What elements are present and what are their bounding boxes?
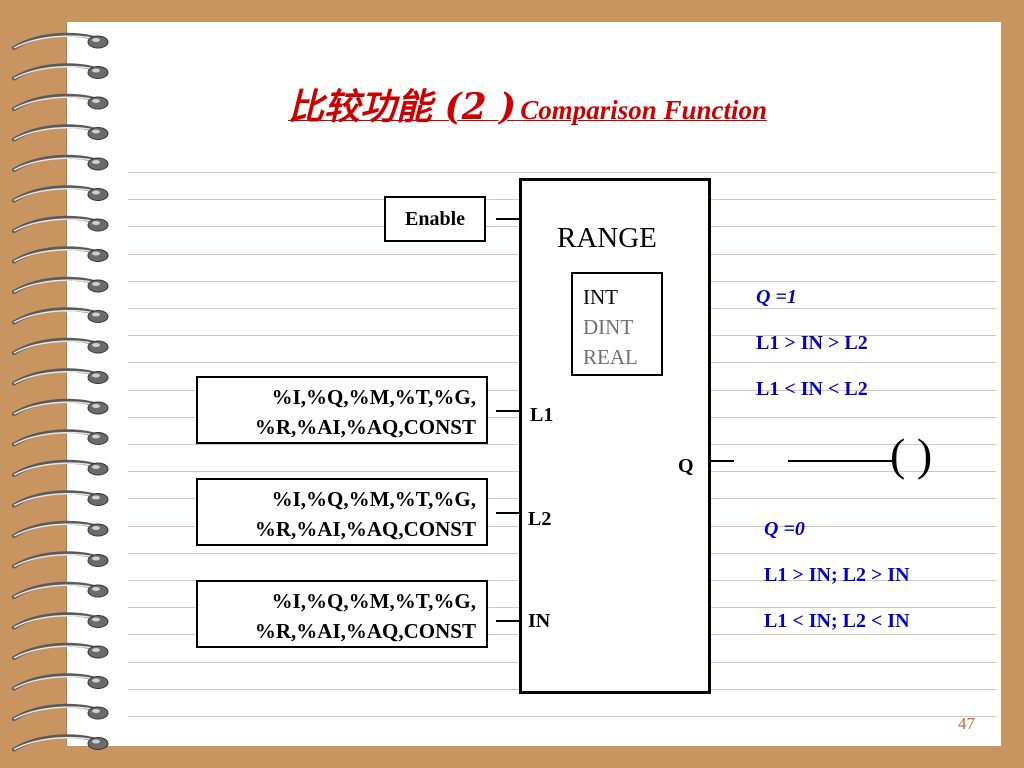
spiral-coil: [12, 612, 109, 630]
ruled-line: [128, 172, 996, 173]
spiral-coil: [12, 429, 109, 447]
enable-box: Enable: [384, 196, 486, 242]
type-int: INT: [583, 285, 618, 309]
spiral-coil: [12, 124, 109, 142]
q-true-condition-2: L1 < IN < L2: [756, 378, 868, 400]
spiral-coil: [12, 673, 109, 691]
spiral-binding: [0, 0, 132, 768]
spiral-coil: [12, 93, 109, 111]
spiral-coil: [12, 337, 109, 355]
spiral-coil: [12, 307, 109, 325]
q-wire: [711, 460, 734, 462]
data-type-box: INT DINT REAL: [571, 272, 663, 376]
slide-title: 比较功能 (2 ) Comparison Function: [288, 78, 767, 130]
spiral-coil: [12, 551, 109, 569]
in-wire: [496, 620, 519, 622]
title-english: Comparison Function: [520, 95, 768, 125]
function-name: RANGE: [557, 222, 657, 254]
q-false-heading: Q =0: [764, 518, 805, 540]
operand-text: %I,%Q,%M,%T,%G,: [271, 385, 476, 409]
pin-l2: L2: [528, 508, 552, 530]
spiral-coil: [12, 642, 109, 660]
pin-q: Q: [678, 455, 694, 477]
spiral-coil: [12, 703, 109, 721]
operand-box-l1: %I,%Q,%M,%T,%G, %R,%AI,%AQ,CONST: [196, 376, 488, 444]
operand-text: %R,%AI,%AQ,CONST: [254, 619, 476, 643]
operand-text: %I,%Q,%M,%T,%G,: [271, 589, 476, 613]
spiral-coil: [12, 490, 109, 508]
operand-text: %R,%AI,%AQ,CONST: [254, 517, 476, 541]
page-number: 47: [958, 714, 975, 733]
spiral-coil: [12, 215, 109, 233]
range-function-block: [519, 178, 711, 694]
spiral-coil: [12, 734, 109, 752]
spiral-coil: [12, 185, 109, 203]
pin-l1: L1: [530, 404, 554, 426]
spiral-coil: [12, 154, 109, 172]
spiral-coil: [12, 32, 109, 50]
operand-box-l2: %I,%Q,%M,%T,%G, %R,%AI,%AQ,CONST: [196, 478, 488, 546]
spiral-coil: [12, 368, 109, 386]
coil-wire: [788, 460, 892, 462]
spiral-coil: [12, 246, 109, 264]
q-true-condition-1: L1 > IN > L2: [756, 332, 868, 354]
pin-in: IN: [528, 610, 551, 632]
operand-text: %R,%AI,%AQ,CONST: [254, 415, 476, 439]
l1-wire: [496, 410, 519, 412]
operand-box-in: %I,%Q,%M,%T,%G, %R,%AI,%AQ,CONST: [196, 580, 488, 648]
spiral-coil: [12, 276, 109, 294]
l2-wire: [496, 512, 519, 514]
enable-wire: [496, 218, 519, 220]
title-chinese: 比较功能 (2 ): [288, 86, 517, 128]
q-false-condition-2: L1 < IN; L2 < IN: [764, 610, 910, 632]
q-true-heading: Q =1: [756, 286, 797, 308]
type-dint: DINT: [583, 315, 634, 339]
type-real: REAL: [583, 345, 638, 369]
spiral-coil: [12, 63, 109, 81]
spiral-coil: [12, 398, 109, 416]
output-coil: ( ): [890, 429, 933, 480]
spiral-coil: [12, 581, 109, 599]
operand-text: %I,%Q,%M,%T,%G,: [271, 487, 476, 511]
spiral-coil: [12, 520, 109, 538]
ruled-line: [128, 716, 996, 717]
q-false-condition-1: L1 > IN; L2 > IN: [764, 564, 910, 586]
spiral-coil: [12, 459, 109, 477]
